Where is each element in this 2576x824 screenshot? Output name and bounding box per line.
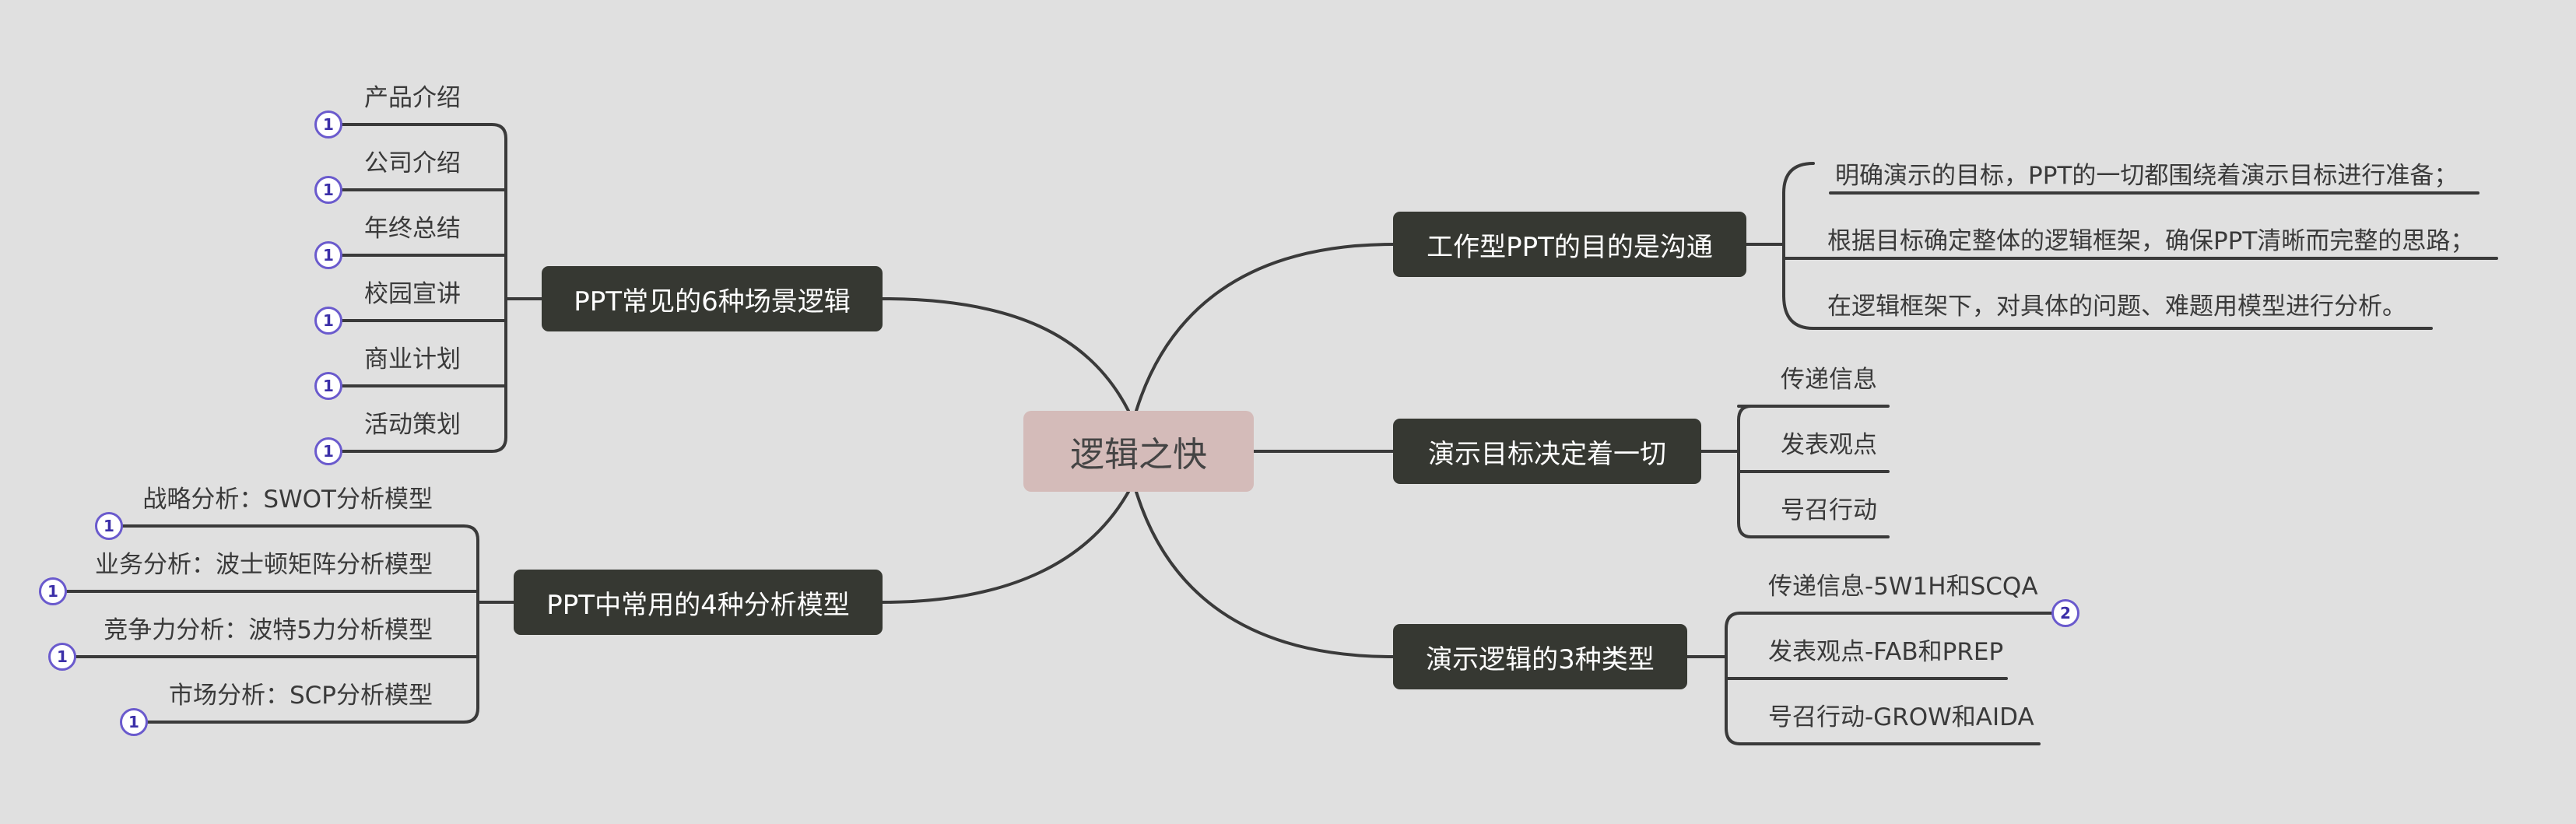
branch-analysis-models[interactable]: PPT中常用的4种分析模型	[514, 570, 883, 635]
leaf-scene-1[interactable]: 产品介绍	[364, 84, 461, 112]
connector-scenes-bracket	[341, 123, 507, 453]
connector-models-bracket	[121, 524, 479, 724]
leaf-model-4[interactable]: 市场分析：SCP分析模型	[168, 682, 433, 710]
count-badge[interactable]: 2	[2051, 599, 2079, 627]
count-badge[interactable]: 1	[314, 241, 342, 269]
leaf-type-3[interactable]: 号召行动-GROW和AIDA	[1768, 703, 2034, 731]
count-badge[interactable]: 1	[314, 176, 342, 204]
leaf-scene-2[interactable]: 公司介绍	[364, 149, 461, 177]
leaf-model-1[interactable]: 战略分析：SWOT分析模型	[142, 486, 433, 514]
branch-logic-types[interactable]: 演示逻辑的3种类型	[1393, 624, 1687, 689]
leaf-scene-6[interactable]: 活动策划	[364, 411, 461, 439]
leaf-model-3[interactable]: 竞争力分析：波特5力分析模型	[104, 616, 433, 644]
count-badge[interactable]: 1	[95, 512, 123, 540]
count-badge[interactable]: 1	[48, 643, 76, 671]
connector-communication-bracket	[1782, 162, 1815, 330]
leaf-scene-4[interactable]: 校园宣讲	[364, 280, 461, 308]
leaf-model-2[interactable]: 业务分析：波士顿矩阵分析模型	[95, 551, 433, 579]
leaf-goal-2[interactable]: 根据目标确定整体的逻辑框架，确保PPT清晰而完整的思路；	[1827, 227, 2475, 255]
leaf-goal-3[interactable]: 在逻辑框架下，对具体的问题、难题用模型进行分析。	[1827, 293, 2406, 321]
connector-central-to-models	[881, 490, 1130, 604]
connector-central-to-communication	[1135, 243, 1395, 412]
count-badge[interactable]: 1	[120, 708, 148, 736]
leaf-type-2[interactable]: 发表观点-FAB和PREP	[1768, 638, 2004, 666]
count-badge[interactable]: 1	[314, 110, 342, 139]
branch-communication-goal[interactable]: 工作型PPT的目的是沟通	[1393, 212, 1746, 277]
count-badge[interactable]: 1	[314, 307, 342, 335]
leaf-target-3[interactable]: 号召行动	[1781, 496, 1877, 524]
branch-presentation-target[interactable]: 演示目标决定着一切	[1393, 419, 1701, 484]
leaf-scene-3[interactable]: 年终总结	[364, 215, 461, 243]
count-badge[interactable]: 1	[314, 372, 342, 400]
leaf-target-1[interactable]: 传递信息	[1781, 366, 1877, 394]
connector-central-to-types	[1135, 490, 1395, 658]
connector-central-to-scenes	[881, 297, 1130, 412]
leaf-goal-1[interactable]: 明确演示的目标，PPT的一切都围绕着演示目标进行准备；	[1835, 162, 2458, 190]
central-topic[interactable]: 逻辑之快	[1023, 411, 1254, 492]
leaf-scene-5[interactable]: 商业计划	[364, 345, 461, 373]
branch-scene-logic[interactable]: PPT常见的6种场景逻辑	[542, 266, 883, 331]
count-badge[interactable]: 1	[314, 437, 342, 465]
leaf-target-2[interactable]: 发表观点	[1781, 431, 1877, 459]
count-badge[interactable]: 1	[39, 577, 67, 605]
leaf-type-1[interactable]: 传递信息-5W1H和SCQA	[1768, 573, 2038, 601]
